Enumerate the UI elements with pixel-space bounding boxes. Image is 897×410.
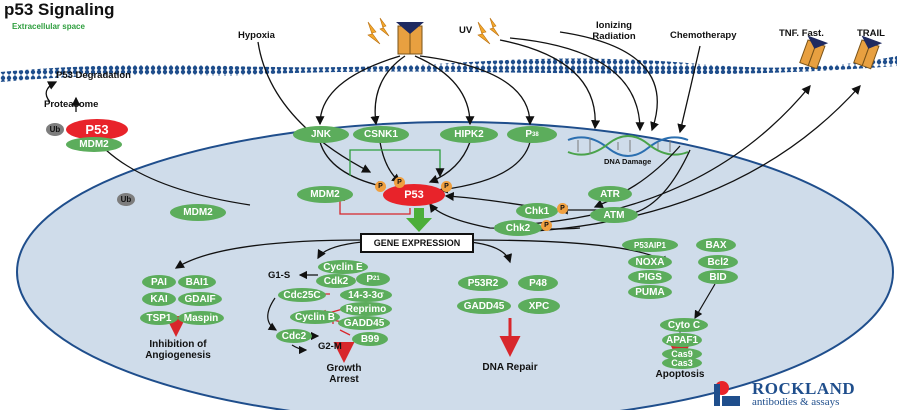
node-p53aip1: P53AIP1: [622, 238, 678, 252]
ubiquitin-badge: Ub: [46, 123, 64, 136]
node-cyto-c: Cyto C: [660, 318, 708, 332]
trail-receptor-icon: [853, 35, 883, 70]
tnf-receptor-icon: [799, 35, 829, 70]
node-bai1: BAI1: [178, 275, 216, 289]
outcome-dna-repair: DNA Repair: [482, 362, 538, 373]
node-gadd45-repair: GADD45: [457, 298, 511, 314]
uv-receptor-icon: [396, 22, 424, 55]
ubiquitin-badge-2: Ub: [117, 193, 135, 206]
label-g2m: G2-M: [318, 341, 342, 352]
node-kai: KAI: [142, 292, 176, 306]
node-p53-degraded: P53: [66, 119, 128, 140]
outcome-angiogenesis: Inhibition of Angiogenesis: [145, 339, 211, 361]
node-mdm2-degradation: MDM2: [66, 137, 122, 152]
gene-expression-box: GENE EXPRESSION: [360, 233, 474, 253]
label-tnf: TNF. Fast.: [779, 28, 824, 39]
node-bax: BAX: [696, 238, 736, 252]
label-uv: UV: [459, 25, 473, 36]
plasma-membrane: [0, 56, 897, 82]
node-cdk2: Cdk2: [316, 274, 356, 288]
label-trail: TRAIL: [857, 28, 885, 39]
node-p53r2: P53R2: [458, 275, 508, 291]
node-atm: ATM: [590, 207, 638, 223]
node-chk1: Chk1: [516, 203, 558, 219]
label-g1s: G1-S: [268, 270, 291, 281]
node-cyclin-b: Cyclin B: [290, 310, 340, 324]
node-chk2: Chk2: [494, 220, 542, 236]
lightning-icon: [367, 17, 500, 45]
node-cyclin-e: Cyclin E: [318, 260, 368, 274]
node-cdc25c: Cdc25C: [278, 288, 326, 302]
node-apaf1: APAF1: [662, 333, 702, 347]
label-chemotherapy: Chemotherapy: [670, 30, 737, 41]
outcome-apoptosis: Apoptosis: [655, 369, 705, 380]
extracellular-label: Extracellular space: [12, 22, 85, 31]
node-reprimo: Reprimo: [340, 302, 392, 316]
node-jnk: JNK: [293, 126, 349, 143]
node-gdaif: GDAIF: [178, 292, 222, 306]
node-maspin: Maspin: [178, 311, 224, 325]
label-proteasome: Proteasome: [44, 99, 99, 110]
label-p53-degradation: P53 Degradation: [56, 70, 131, 81]
rockland-logo: ROCKLAND antibodies & assays: [712, 378, 897, 410]
node-pai: PAI: [142, 275, 176, 289]
node-csnk1: CSNK1: [353, 126, 409, 143]
node-mdm2-left: MDM2: [170, 204, 226, 221]
node-atr: ATR: [588, 186, 632, 202]
node-cas3: Cas3: [662, 357, 702, 369]
outcome-growth-arrest: Growth Arrest: [326, 363, 362, 385]
rockland-logo-icon: [714, 381, 740, 406]
node-puma: PUMA: [628, 285, 672, 299]
p21-main: P: [366, 273, 373, 285]
node-cdc2: Cdc2: [276, 329, 312, 343]
node-tsp1: TSP1: [140, 311, 178, 325]
node-bid: BID: [698, 270, 738, 284]
phospho-dot-chk2: P: [541, 220, 552, 231]
label-hypoxia: Hypoxia: [238, 30, 275, 41]
node-p48: P48: [518, 275, 558, 291]
phospho-dot-3: P: [394, 177, 405, 188]
p38-main: P: [525, 129, 532, 140]
logo-tagline: antibodies & assays: [752, 396, 840, 408]
label-dna-damage: DNA Damage: [604, 157, 652, 166]
phospho-dot-chk1: P: [557, 203, 568, 214]
label-ionizing-radiation: Ionizing Radiation: [592, 20, 636, 42]
p38-sup: 38: [531, 131, 539, 138]
page-title: p53 Signaling: [4, 0, 115, 19]
node-bcl2: Bcl2: [698, 255, 738, 269]
node-p53-center: P53: [383, 184, 445, 206]
dna-helix-icon: [567, 135, 689, 157]
node-hipk2: HIPK2: [440, 126, 498, 143]
node-gadd45-cc: GADD45: [338, 316, 390, 330]
phospho-dot-2: P: [441, 181, 452, 192]
node-14-3-3: 14-3-3σ: [340, 288, 392, 302]
node-b99: B99: [352, 332, 388, 346]
phospho-dot-1: P: [375, 181, 386, 192]
p21-sup: 21: [372, 276, 380, 282]
node-mdm2-center: MDM2: [297, 186, 353, 203]
node-noxa: NOXA: [628, 255, 672, 269]
node-pigs: PIGS: [628, 270, 672, 284]
node-xpc: XPC: [518, 298, 560, 314]
logo-brand: ROCKLAND: [752, 379, 856, 398]
